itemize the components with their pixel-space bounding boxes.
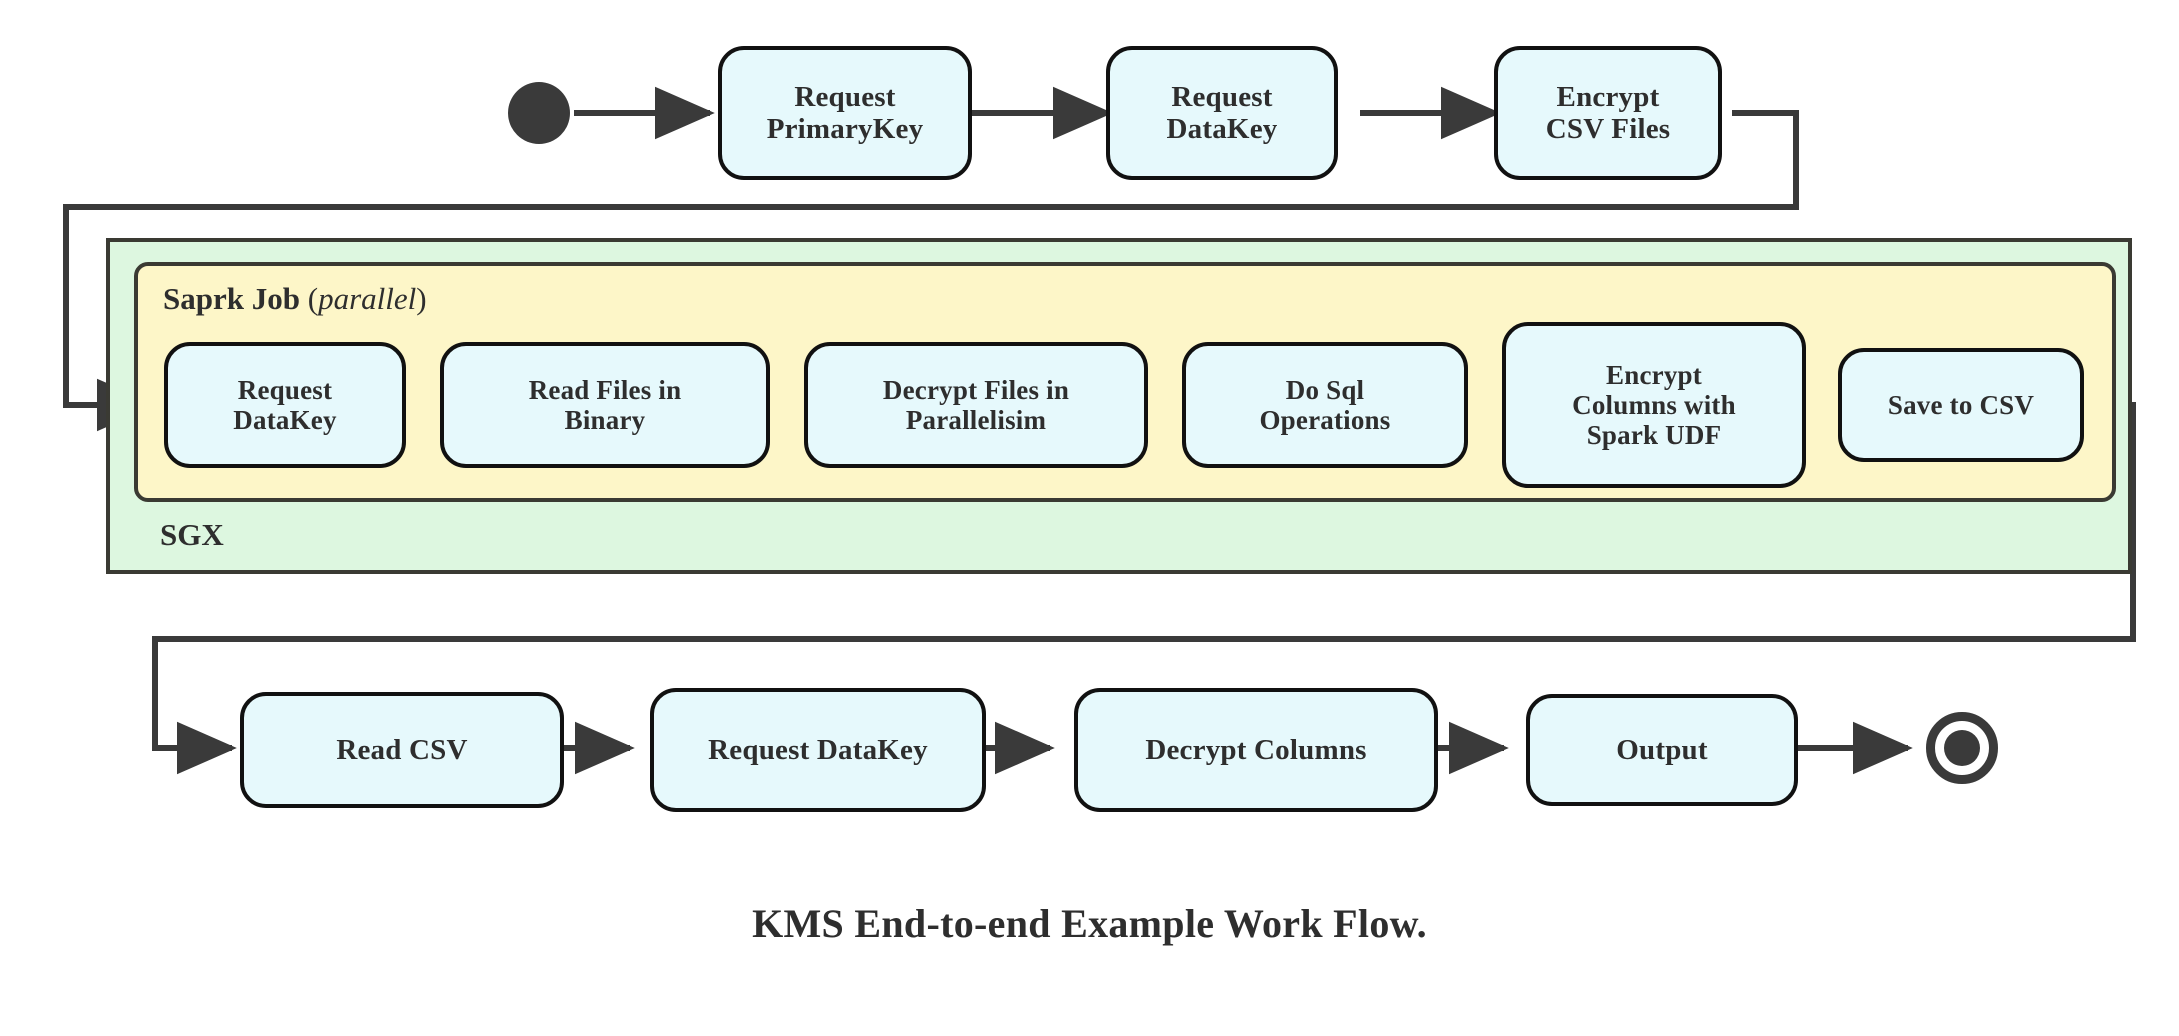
node-line: Parallelisim [905,405,1047,435]
node-do-sql-operations[interactable]: Do Sql Operations [1182,342,1468,468]
node-line: Binary [564,405,646,435]
node-line: Operations [1259,405,1391,435]
node-line: PrimaryKey [766,113,924,145]
end-node [1926,712,1998,784]
node-line: Decrypt Files in [882,374,1070,405]
spark-job-label: Saprk Job (parallel) [163,281,427,317]
spark-job-label-paren-close: ) [416,281,427,316]
node-line: Spark UDF [1586,420,1722,451]
node-line: Output [1616,733,1708,766]
node-line: Read CSV [336,733,468,766]
start-node [508,82,570,144]
node-line: Columns with [1572,389,1736,420]
diagram-caption: KMS End-to-end Example Work Flow. [752,901,1427,946]
node-decrypt-files-in-parallelisim[interactable]: Decrypt Files in Parallelisim [804,342,1148,468]
node-line: Save to CSV [1887,389,2035,420]
node-line: Encrypt [1606,359,1702,390]
node-output[interactable]: Output [1526,694,1798,806]
node-line: Decrypt Columns [1145,733,1367,766]
spark-job-label-text: Saprk Job [163,281,300,316]
node-line: DataKey [1166,113,1278,145]
node-read-files-in-binary[interactable]: Read Files in Binary [440,342,770,468]
sgx-label: SGX [160,517,224,552]
node-request-datakey-bottom[interactable]: Request DataKey [650,688,986,812]
node-request-primarykey[interactable]: Request PrimaryKey [718,46,972,180]
node-save-to-csv[interactable]: Save to CSV [1838,348,2084,462]
node-line: DataKey [233,405,337,435]
node-line: CSV Files [1545,113,1671,145]
spark-job-label-italic: parallel [318,281,417,316]
node-line: Request DataKey [708,733,928,766]
node-line: Encrypt [1556,80,1660,113]
node-line: Request [1171,80,1273,113]
node-line: Read Files in [528,374,682,405]
node-encrypt-columns-with-spark-udf[interactable]: Encrypt Columns with Spark UDF [1502,322,1806,488]
node-encrypt-csv-files[interactable]: Encrypt CSV Files [1494,46,1722,180]
node-line: Request [237,374,333,405]
node-read-csv[interactable]: Read CSV [240,692,564,808]
spark-job-label-paren-open: ( [307,281,319,316]
node-request-datakey-spark[interactable]: Request DataKey [164,342,406,468]
node-line: Do Sql [1285,374,1365,405]
node-line: Request [794,80,896,113]
node-decrypt-columns[interactable]: Decrypt Columns [1074,688,1438,812]
node-request-datakey-top[interactable]: Request DataKey [1106,46,1338,180]
end-node-inner [1944,730,1980,766]
